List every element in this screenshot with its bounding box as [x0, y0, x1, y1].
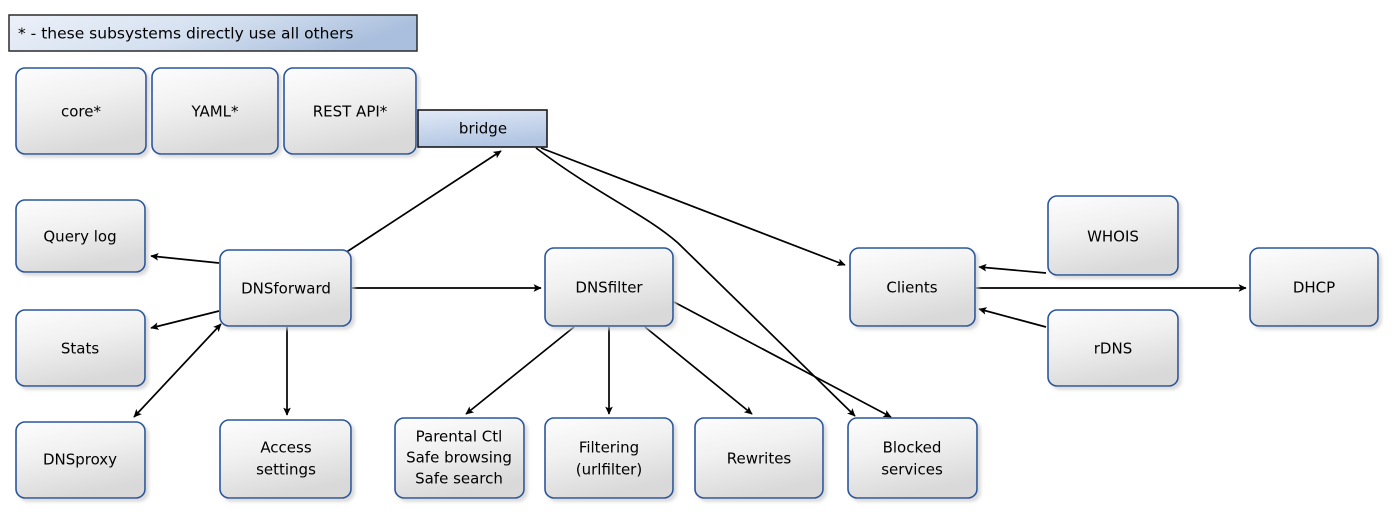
node-dnsforward[interactable]: DNSforward — [219, 249, 352, 327]
node-stats-rect[interactable] — [15, 309, 146, 387]
node-filtering-label-line1: Filtering — [579, 439, 639, 457]
legend-rect — [8, 14, 418, 52]
edge-dnsforward-to-stats — [150, 310, 220, 330]
node-rest-api-label: REST API* — [313, 103, 388, 121]
node-bridge[interactable]: bridge — [417, 109, 548, 148]
node-parental-ctl-label-line2: Safe browsing — [406, 449, 512, 467]
node-rest-api-rect[interactable] — [283, 67, 417, 155]
node-bridge-rect[interactable] — [417, 109, 548, 148]
edge-dnsforward-to-dnsproxy — [133, 323, 222, 418]
node-blocked-services[interactable]: Blocked services — [847, 417, 978, 499]
node-rest-api[interactable]: REST API* — [283, 67, 417, 155]
nodes-layer: core* YAML* REST API* bridge Query log — [15, 67, 1379, 499]
node-whois[interactable]: WHOIS — [1047, 195, 1179, 276]
node-dnsproxy[interactable]: DNSproxy — [15, 421, 146, 499]
node-yaml-rect[interactable] — [151, 67, 279, 155]
node-query-log-rect[interactable] — [15, 199, 146, 273]
node-rewrites-label: Rewrites — [727, 450, 792, 468]
edge-dnsfilter-to-rewrites — [644, 326, 753, 415]
node-access-settings-label-line1: Access — [260, 439, 312, 457]
node-dnsfilter-rect[interactable] — [544, 247, 674, 327]
node-rdns-label: rDNS — [1094, 340, 1132, 358]
node-dnsforward-rect[interactable] — [219, 249, 352, 327]
node-parental-ctl-rect[interactable] — [394, 417, 525, 499]
edge-whois-to-clients — [978, 263, 1047, 274]
legend-text: * - these subsystems directly use all ot… — [18, 25, 353, 43]
node-clients-rect[interactable] — [849, 247, 976, 327]
node-filtering[interactable]: Filtering (urlfilter) — [544, 417, 674, 499]
node-stats[interactable]: Stats — [15, 309, 146, 387]
node-core-rect[interactable] — [15, 67, 147, 155]
edge-dnsfilter-to-parental-ctl — [465, 326, 575, 415]
node-dnsproxy-label: DNSproxy — [43, 451, 117, 469]
node-query-log-label: Query log — [43, 228, 116, 246]
node-access-settings-rect[interactable] — [219, 419, 352, 499]
edge-dnsforward-to-bridge — [344, 150, 502, 254]
node-dnsproxy-rect[interactable] — [15, 421, 146, 499]
node-clients[interactable]: Clients — [849, 247, 976, 327]
node-access-settings-label-line2: settings — [256, 461, 316, 479]
edge-dnsfilter-to-blocked-services — [673, 301, 892, 418]
node-clients-label: Clients — [886, 279, 937, 297]
node-dhcp-rect[interactable] — [1249, 247, 1379, 327]
node-access-settings[interactable]: Access settings — [219, 419, 352, 499]
node-parental-ctl-label-line1: Parental Ctl — [416, 428, 503, 446]
node-stats-label: Stats — [61, 340, 99, 358]
node-rdns-rect[interactable] — [1047, 309, 1179, 387]
node-rdns[interactable]: rDNS — [1047, 309, 1179, 387]
node-core[interactable]: core* — [15, 67, 147, 155]
node-dhcp[interactable]: DHCP — [1249, 247, 1379, 327]
node-filtering-label-line2: (urlfilter) — [576, 461, 642, 479]
node-filtering-rect[interactable] — [544, 417, 674, 499]
node-dnsfilter[interactable]: DNSfilter — [544, 247, 674, 327]
node-query-log[interactable]: Query log — [15, 199, 146, 273]
node-blocked-services-rect[interactable] — [847, 417, 978, 499]
edge-bridge-to-clients — [540, 147, 846, 266]
node-rewrites-rect[interactable] — [694, 417, 824, 499]
node-rewrites[interactable]: Rewrites — [694, 417, 824, 499]
node-parental-ctl[interactable]: Parental Ctl Safe browsing Safe search — [394, 417, 525, 499]
edge-dnsforward-to-query-log — [150, 252, 220, 264]
node-dnsforward-label: DNSforward — [241, 280, 331, 298]
node-dnsfilter-label: DNSfilter — [575, 279, 643, 297]
node-yaml-label: YAML* — [190, 103, 239, 121]
node-core-label: core* — [61, 103, 101, 121]
node-yaml[interactable]: YAML* — [151, 67, 279, 155]
edge-rdns-to-clients — [978, 307, 1047, 328]
edges-layer — [133, 147, 1247, 418]
node-parental-ctl-label-line3: Safe search — [415, 470, 503, 488]
node-blocked-services-label-line2: services — [881, 461, 943, 479]
node-dhcp-label: DHCP — [1293, 279, 1335, 297]
legend-box: * - these subsystems directly use all ot… — [8, 14, 418, 52]
edge-bridge-to-blocked-services — [535, 147, 856, 417]
node-whois-label: WHOIS — [1087, 228, 1139, 246]
node-blocked-services-label-line1: Blocked — [883, 439, 942, 457]
node-bridge-label: bridge — [459, 120, 507, 138]
node-whois-rect[interactable] — [1047, 195, 1179, 276]
